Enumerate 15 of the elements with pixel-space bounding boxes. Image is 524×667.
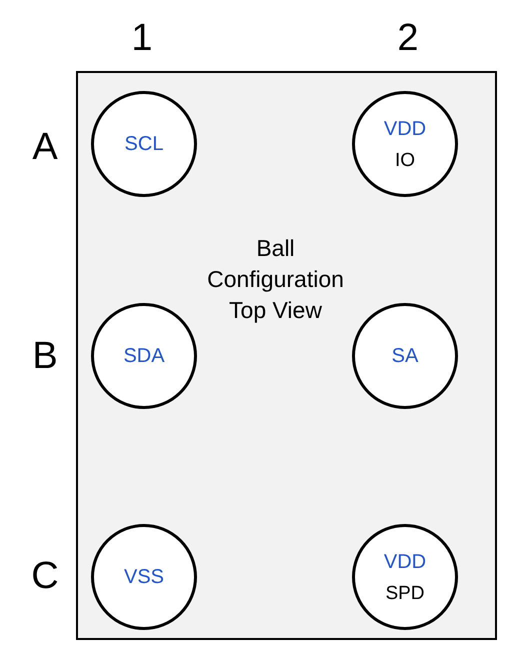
pin-name: SDA xyxy=(123,344,165,369)
pin-name: SA xyxy=(392,344,418,369)
pin-name: VSS xyxy=(124,565,164,590)
column-label: 2 xyxy=(396,16,420,60)
pin-name: VDD xyxy=(384,117,426,142)
pin-function: SPD xyxy=(385,582,425,606)
pin-name: VDD xyxy=(384,550,426,575)
row-label: A xyxy=(31,125,59,169)
package-title: Ball Configuration Top View xyxy=(206,234,345,325)
row-label: B xyxy=(31,334,59,378)
pin-function: IO xyxy=(394,149,416,173)
column-label: 1 xyxy=(130,16,154,60)
row-label: C xyxy=(30,554,60,598)
package-outline xyxy=(76,71,497,640)
pin-name: SCL xyxy=(124,132,164,157)
